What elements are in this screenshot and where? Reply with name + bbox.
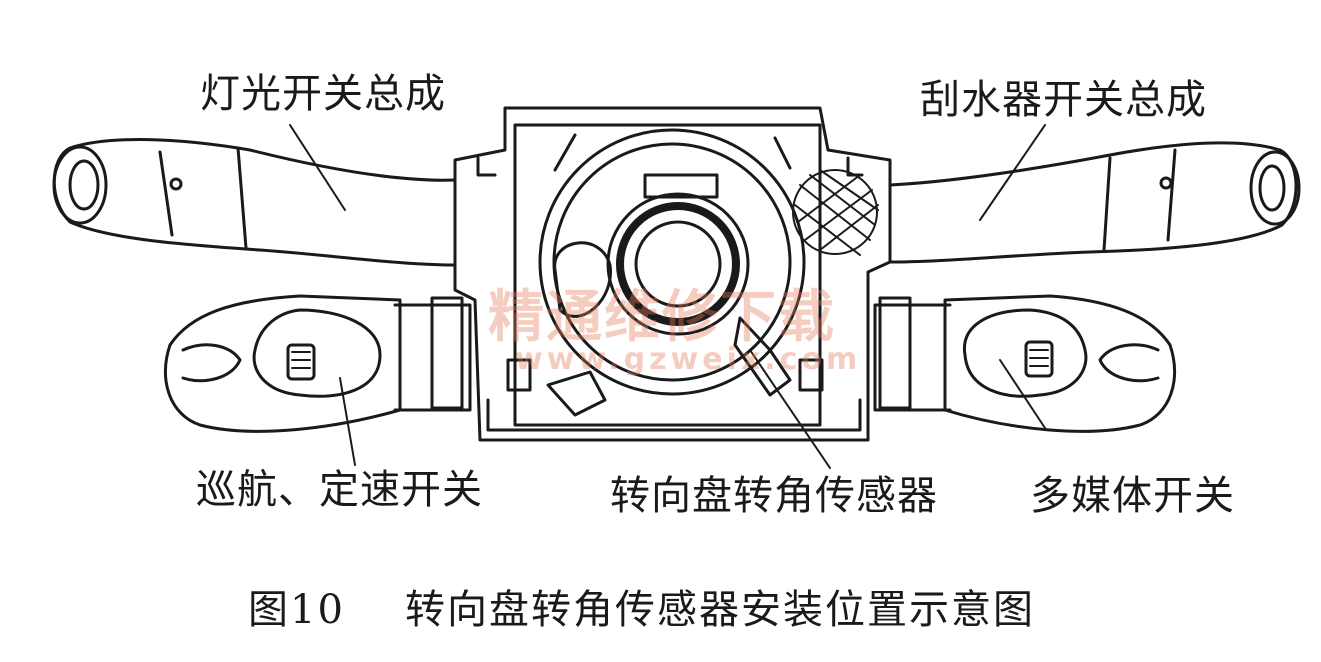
central-housing bbox=[453, 106, 892, 442]
figure-caption: 转向盘转角传感器安装位置示意图 bbox=[405, 587, 1035, 633]
cruise-switch bbox=[163, 294, 472, 433]
cruise-switch-label: 巡航、定速开关 bbox=[196, 467, 483, 513]
grille bbox=[792, 169, 879, 256]
light-switch-stalk bbox=[52, 138, 457, 267]
watermark-text: 精通维修下载 bbox=[488, 285, 836, 350]
figure-number: 图10 bbox=[248, 587, 345, 633]
steering-sensor-label: 转向盘转角传感器 bbox=[610, 473, 938, 519]
clock-spring bbox=[538, 128, 806, 417]
multimedia-switch-label: 多媒体开关 bbox=[1030, 473, 1235, 519]
multimedia-switch bbox=[873, 294, 1177, 433]
leader-lines bbox=[289, 124, 1046, 469]
watermark-url: www.gzweix.com bbox=[515, 342, 862, 377]
light-switch-label: 灯光开关总成 bbox=[200, 71, 446, 117]
wiper-switch-label: 刮水器开关总成 bbox=[920, 77, 1207, 123]
wiper-switch-stalk bbox=[888, 141, 1301, 264]
